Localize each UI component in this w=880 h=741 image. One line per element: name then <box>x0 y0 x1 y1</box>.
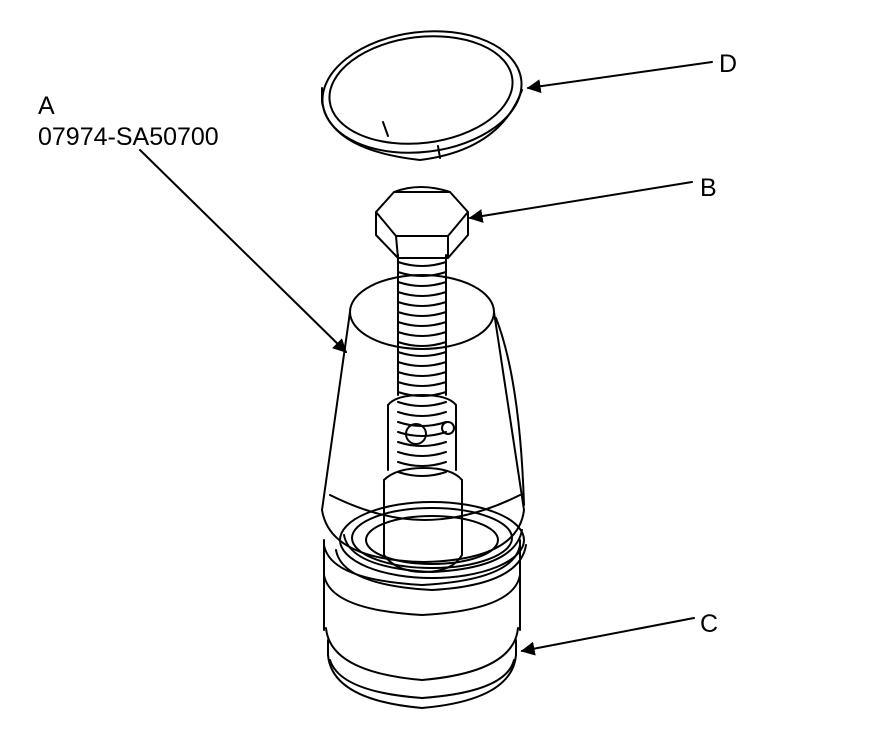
callout-label-a: A <box>38 92 55 120</box>
leader-line-a <box>139 149 347 353</box>
callout-label-c: C <box>700 610 719 638</box>
tool-part-number: 07974-SA50700 <box>38 123 219 151</box>
leader-line-d <box>526 61 713 94</box>
snap-ring-d <box>321 30 523 161</box>
installer-cup-c <box>323 501 527 709</box>
callout-label-b: B <box>700 174 717 202</box>
bolt-head-b <box>375 186 469 259</box>
threaded-shaft <box>383 254 463 573</box>
leader-line-b <box>468 181 693 223</box>
leader-line-c <box>520 617 695 656</box>
callout-label-d: D <box>719 50 738 78</box>
leader-lines <box>139 61 713 656</box>
